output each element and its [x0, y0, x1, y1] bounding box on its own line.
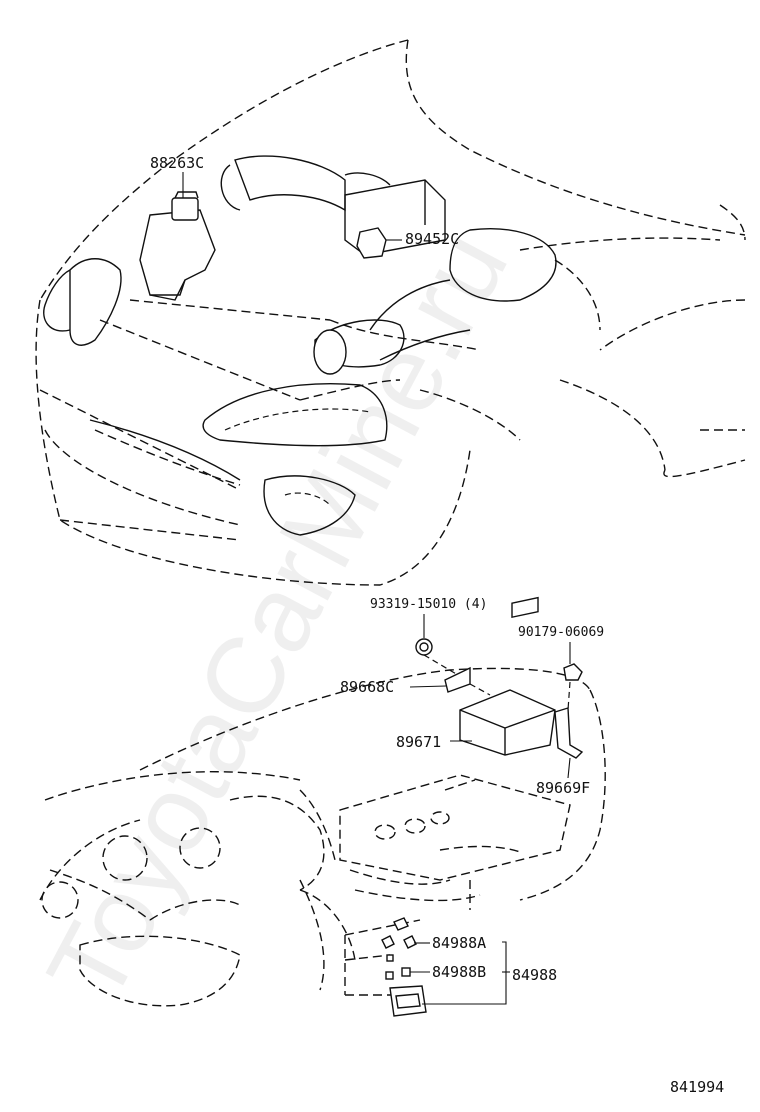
ecu-assembly [415, 596, 584, 759]
switch-assembly [381, 917, 427, 1017]
sensor-89452c [356, 227, 387, 259]
label-84988a: 84988A [432, 934, 486, 952]
label-89669f: 89669F [536, 779, 590, 797]
label-88263c: 88263C [150, 154, 204, 172]
label-89452c: 89452C [405, 230, 459, 248]
bolt-93319 [415, 638, 433, 656]
label-84988b: 84988B [432, 963, 486, 981]
label-93319-15010: 93319-15010 (4) [370, 597, 487, 612]
clip-84988a-2 [403, 935, 417, 949]
bottom-callouts: 93319-15010 (4) 90179-06069 89668C 89671… [340, 597, 724, 1096]
dashboard-illustration [39, 667, 606, 1007]
label-89671: 89671 [396, 733, 441, 751]
engine-bay-illustration [35, 39, 746, 586]
label-84988: 84988 [512, 966, 557, 984]
bracket-89668c [444, 666, 471, 693]
ecu-89671 [459, 689, 556, 756]
relay-88263c [171, 197, 199, 221]
clip-84988b [401, 967, 411, 977]
diagram-id: 841994 [670, 1078, 724, 1096]
switch-84988 [389, 985, 427, 1017]
nut-90179 [563, 663, 583, 681]
clip-84988a-1 [393, 917, 409, 931]
label-89668c: 89668C [340, 678, 394, 696]
label-90179-06069: 90179-06069 [518, 625, 604, 640]
bracket-89669f [554, 707, 584, 759]
top-callouts: 88263C 89452C [150, 154, 459, 248]
